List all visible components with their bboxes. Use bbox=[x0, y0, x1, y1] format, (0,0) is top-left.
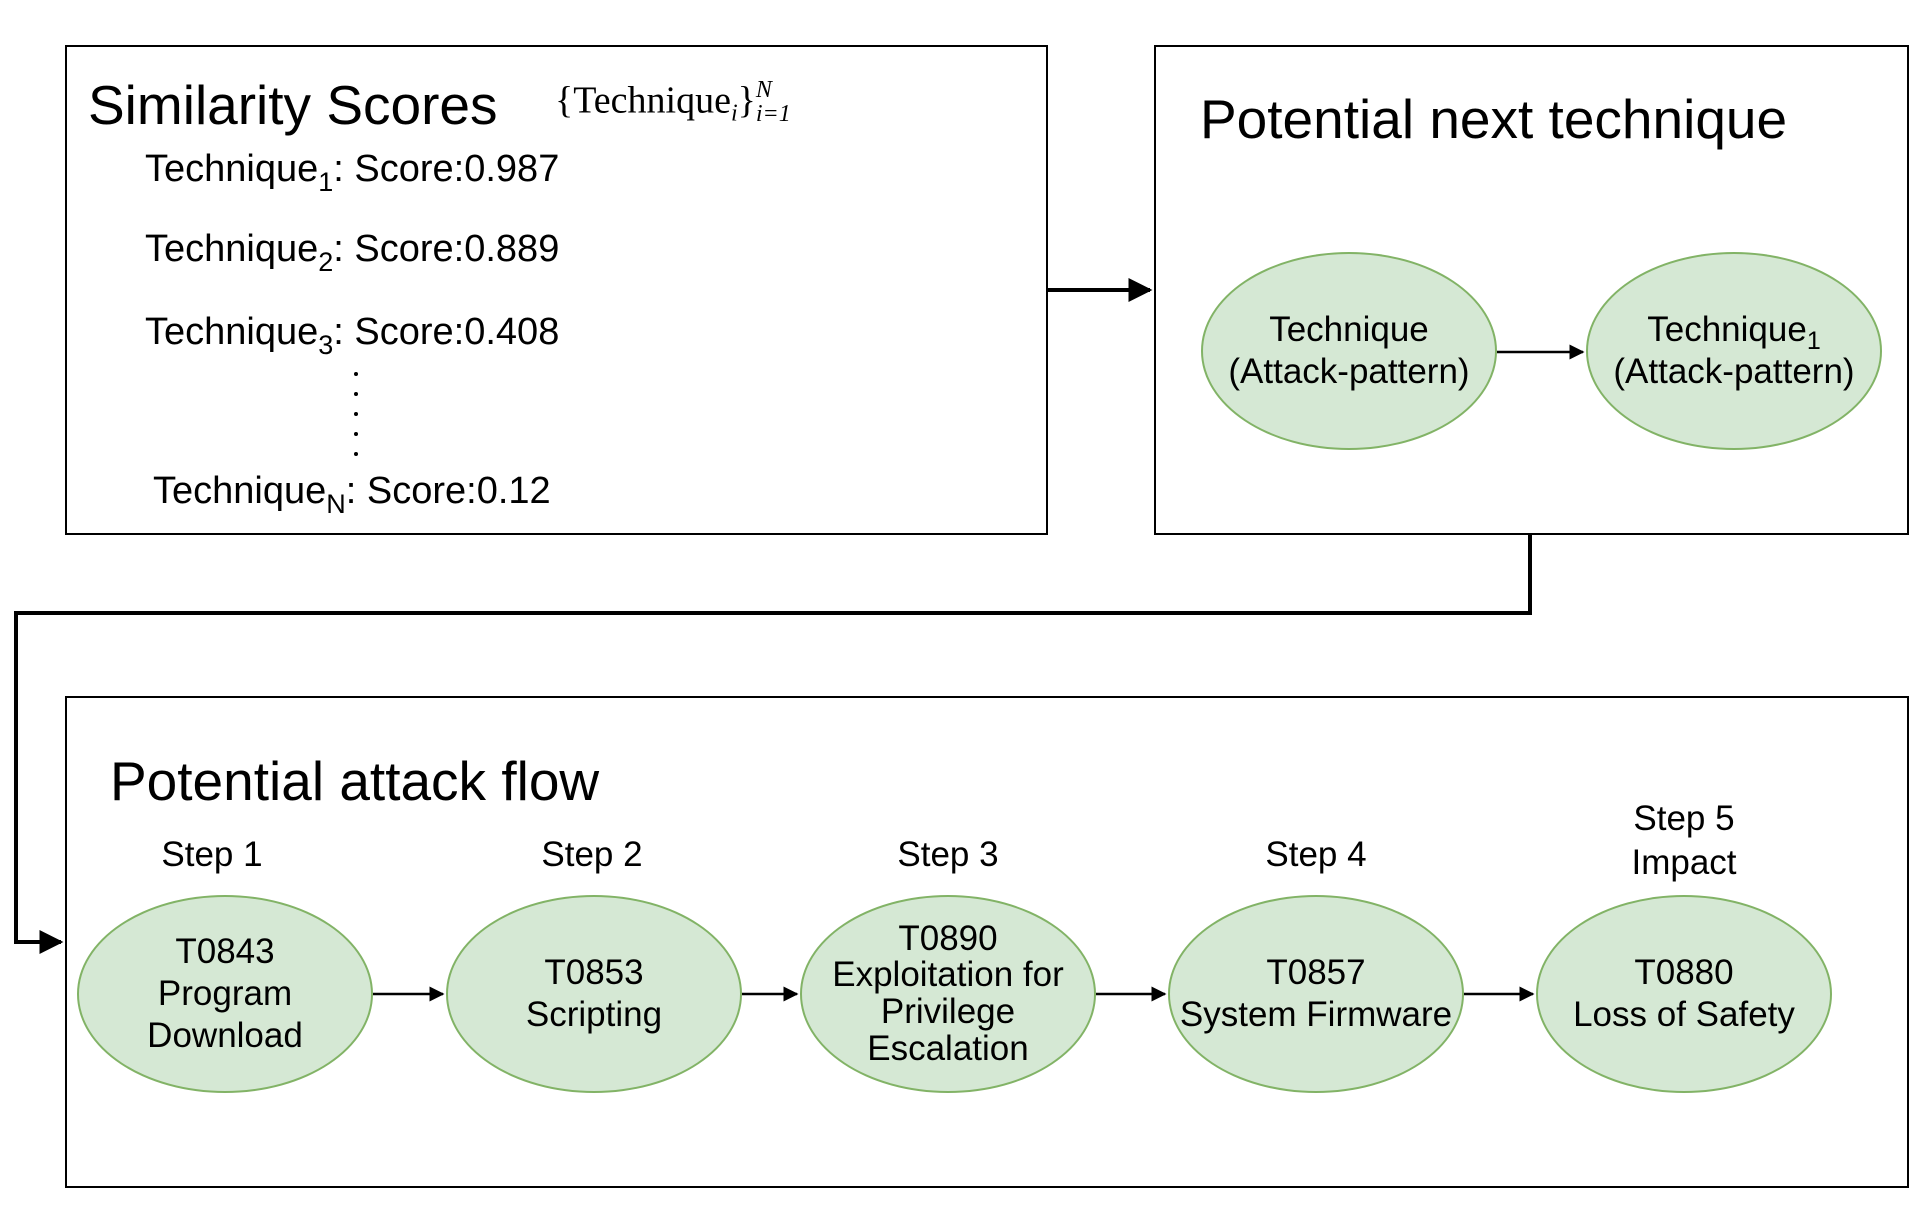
technique-label: Technique bbox=[145, 148, 319, 190]
step-label: Step 4 bbox=[1265, 835, 1367, 874]
technique-label: Technique bbox=[153, 470, 327, 512]
technique-label: Technique bbox=[145, 228, 319, 270]
node-line1: Technique1 bbox=[1647, 310, 1821, 355]
score-value: Score:0.987 bbox=[354, 148, 560, 190]
score-row: Technique3: Score:0.408 bbox=[145, 311, 560, 359]
vertical-ellipsis bbox=[352, 370, 360, 460]
technique-index: 2 bbox=[318, 247, 334, 277]
technique-node-next: Technique1 (Attack-pattern) bbox=[1586, 252, 1882, 450]
potential-next-technique-title: Potential next technique bbox=[1200, 88, 1788, 150]
row-separator: : bbox=[333, 311, 344, 353]
set-subscript: i bbox=[730, 100, 738, 127]
step-label: Step 1 bbox=[161, 835, 263, 874]
set-close: } bbox=[737, 79, 756, 122]
set-superscript: N bbox=[755, 77, 772, 103]
score-value: Score:0.12 bbox=[366, 470, 551, 512]
set-open: {Technique bbox=[555, 79, 731, 122]
score-row: Technique2: Score:0.889 bbox=[145, 228, 560, 276]
node-line2: (Attack-pattern) bbox=[1613, 352, 1855, 391]
technique-node-current: Technique (Attack-pattern) bbox=[1201, 252, 1497, 450]
step-label: Step 3 bbox=[897, 835, 999, 874]
node-line1: Technique bbox=[1269, 310, 1429, 349]
score-row: TechniqueN: Score:0.12 bbox=[153, 470, 551, 518]
row-separator: : bbox=[345, 470, 357, 512]
row-separator: : bbox=[333, 228, 344, 270]
similarity-scores-title: Similarity Scores bbox=[88, 74, 498, 136]
similarity-scores-panel bbox=[65, 45, 1048, 535]
technique-index: 1 bbox=[318, 167, 334, 197]
score-row: Technique1: Score:0.987 bbox=[145, 148, 560, 196]
technique-index: N bbox=[326, 489, 346, 519]
technique-index: 3 bbox=[318, 330, 334, 360]
score-value: Score:0.408 bbox=[354, 311, 560, 353]
step-label: Step 2 bbox=[541, 835, 643, 874]
set-lower-index: i=1 bbox=[755, 101, 791, 127]
potential-attack-flow-title: Potential attack flow bbox=[110, 750, 600, 812]
score-value: Score:0.889 bbox=[354, 228, 560, 270]
technique-label: Technique bbox=[145, 311, 319, 353]
row-separator: : bbox=[333, 148, 344, 190]
node-line2: (Attack-pattern) bbox=[1228, 352, 1470, 391]
